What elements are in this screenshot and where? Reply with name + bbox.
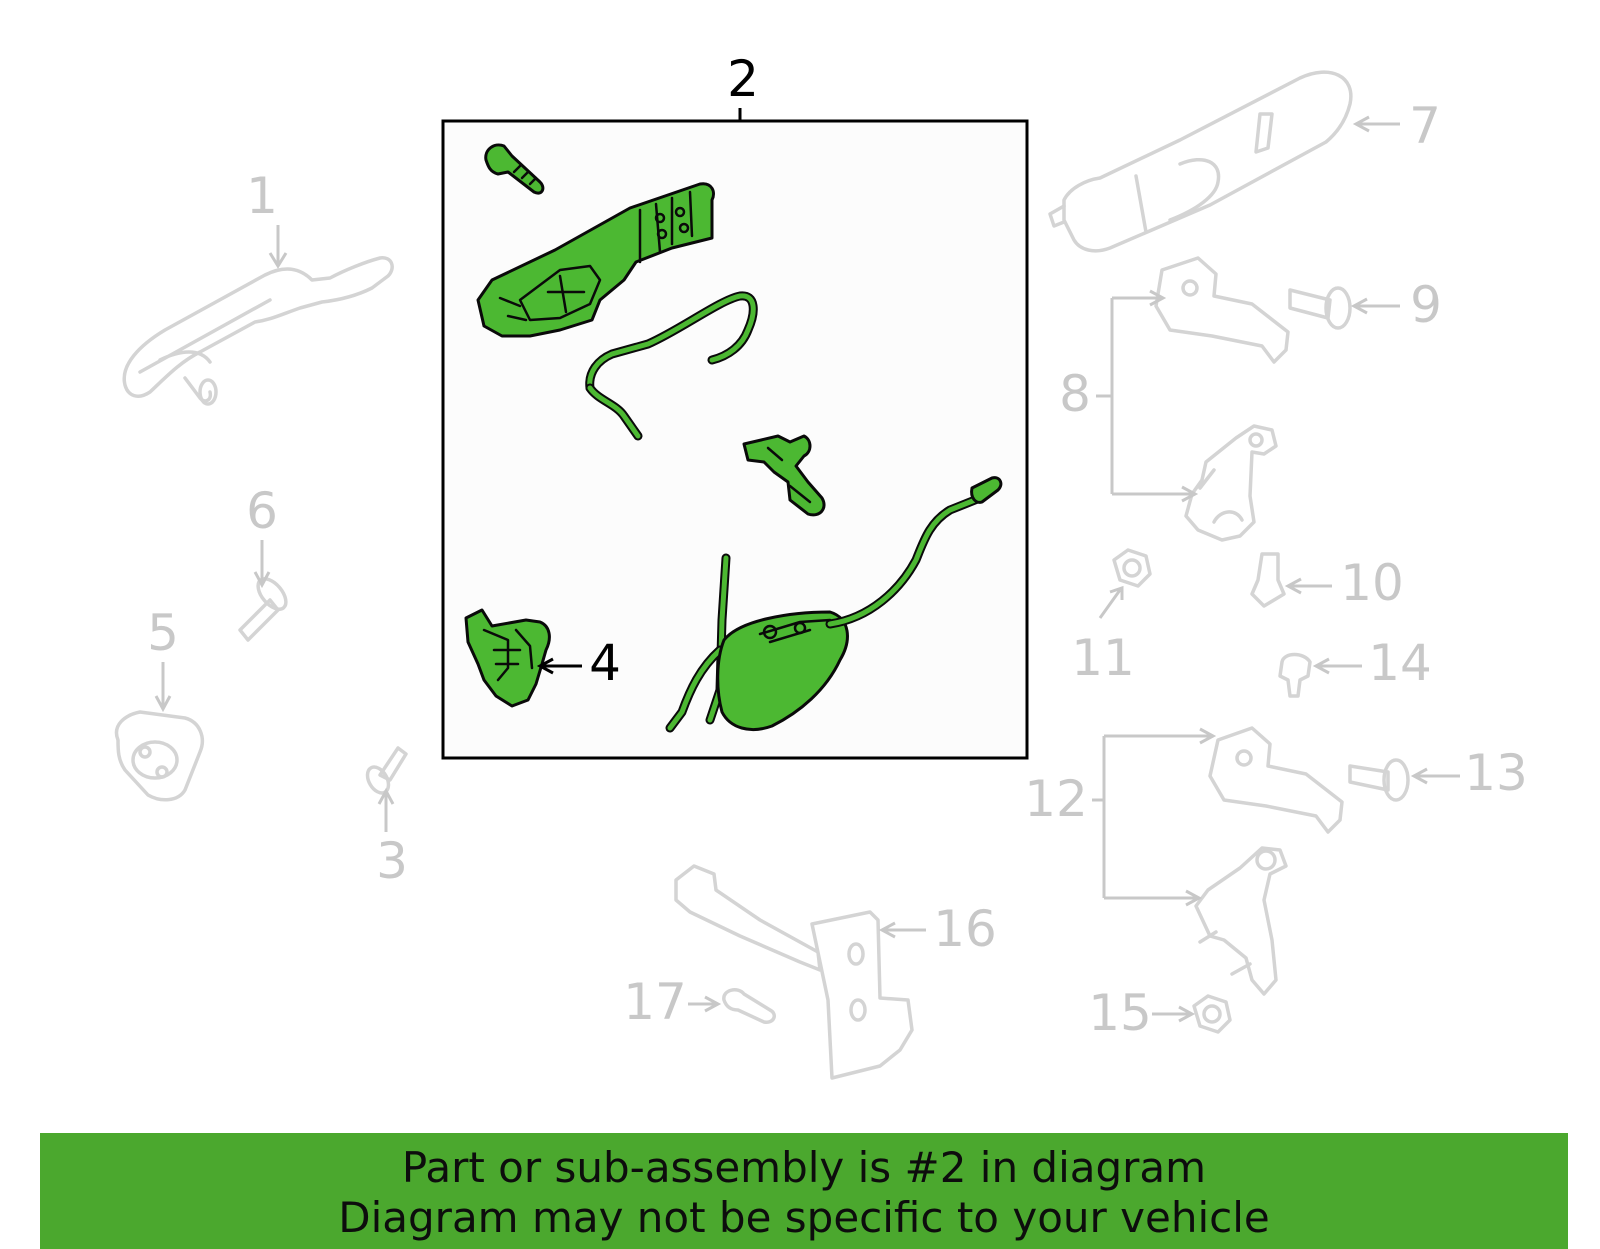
part-5-cap xyxy=(114,710,205,802)
callout-16: 16 xyxy=(933,900,997,958)
callout-4: 4 xyxy=(589,634,621,692)
callout-2: 2 xyxy=(727,50,759,108)
callout-7: 7 xyxy=(1409,97,1441,155)
bolt xyxy=(484,143,545,195)
callout-8: 8 xyxy=(1059,365,1091,423)
info-banner: Part or sub-assembly is #2 in diagram Di… xyxy=(40,1133,1568,1249)
part-3-screw xyxy=(365,746,408,795)
part-17-bolt xyxy=(722,988,776,1024)
part-6-screw xyxy=(238,577,288,642)
callout-10: 10 xyxy=(1340,554,1404,612)
part-7-inside-handle xyxy=(1048,70,1353,253)
parts-diagram: 1 6 5 3 2 xyxy=(114,50,1528,1080)
callout-3: 3 xyxy=(376,832,408,890)
callout-5: 5 xyxy=(147,604,179,662)
callout-6: 6 xyxy=(246,482,278,540)
part-16-door-check xyxy=(674,864,914,1080)
part-10-stud xyxy=(1250,552,1286,608)
callout-17: 17 xyxy=(623,973,687,1031)
part-11-nut xyxy=(1112,548,1152,588)
banner-line-1: Part or sub-assembly is #2 in diagram xyxy=(401,1143,1207,1192)
part-15-nut xyxy=(1192,994,1232,1034)
part-13-bolt xyxy=(1348,758,1410,802)
part-1-outside-handle xyxy=(122,256,394,406)
callout-14: 14 xyxy=(1368,634,1432,692)
part-14-bolt xyxy=(1278,652,1312,698)
part-9-bolt xyxy=(1288,286,1352,330)
callout-9: 9 xyxy=(1410,276,1442,334)
callout-15: 15 xyxy=(1088,984,1152,1042)
callout-12: 12 xyxy=(1024,770,1088,828)
clip-bracket xyxy=(742,434,826,517)
highlighted-assembly-2 xyxy=(464,143,1003,733)
handle-bracket xyxy=(476,182,715,338)
part-12-brackets xyxy=(1194,726,1344,996)
banner-line-2: Diagram may not be specific to your vehi… xyxy=(338,1193,1270,1242)
callout-13: 13 xyxy=(1464,744,1528,802)
callout-11: 11 xyxy=(1071,629,1135,687)
callout-1: 1 xyxy=(246,167,278,225)
lower-actuator-cover xyxy=(716,610,849,731)
part-8-brackets xyxy=(1154,256,1290,542)
